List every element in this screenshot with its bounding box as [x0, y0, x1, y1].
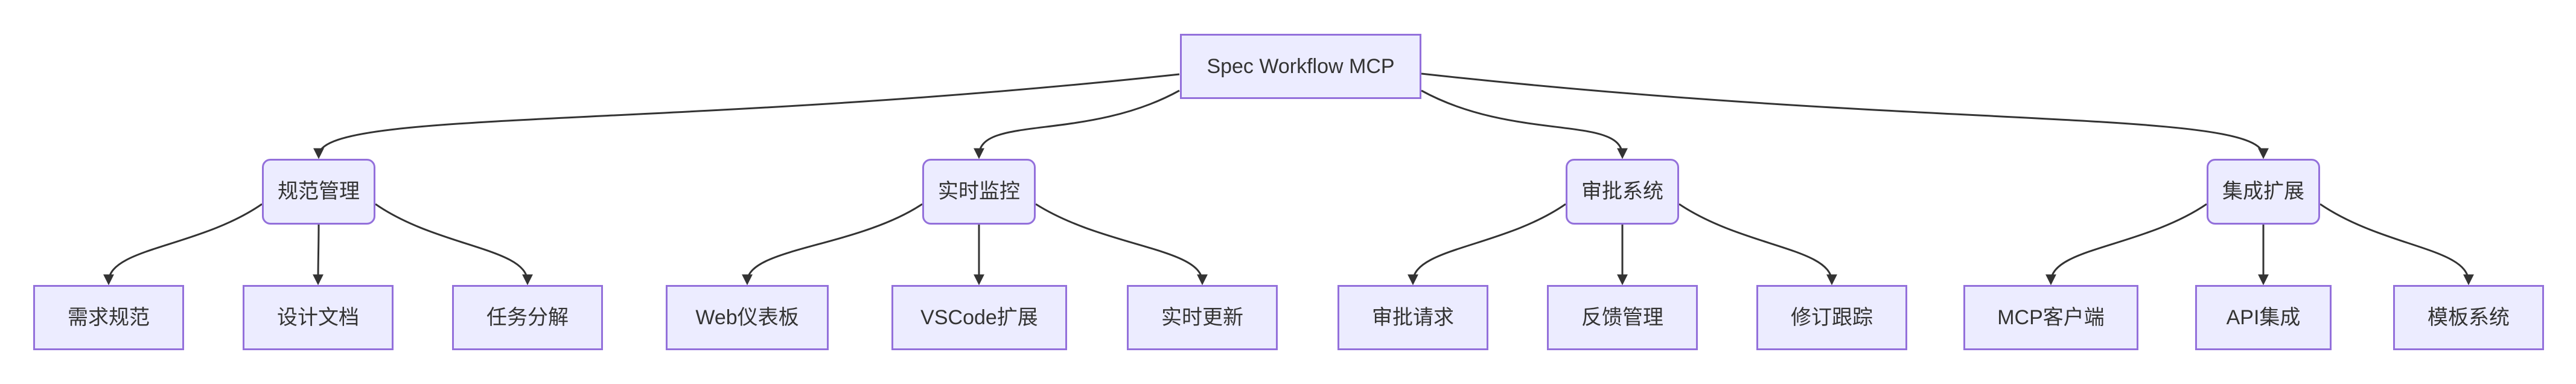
node-label: 规范管理: [278, 180, 360, 203]
node-label: API集成: [2226, 306, 2301, 329]
node-design-doc: 设计文档: [243, 285, 394, 350]
node-mcp-clients: MCP客户端: [1963, 285, 2138, 350]
edge-approval-system-approval-requests: [1408, 203, 1566, 286]
node-realtime-monitoring: 实时监控: [922, 159, 1036, 225]
node-label: 任务分解: [486, 306, 569, 329]
node-feedback-management: 反馈管理: [1547, 285, 1698, 350]
node-label: 审批请求: [1372, 306, 1454, 329]
edge-realtime-monitoring-realtime-updates: [1035, 203, 1208, 286]
node-label: 设计文档: [277, 306, 359, 329]
edge-root-spec-management: [313, 73, 1180, 159]
edge-approval-system-revision-tracking: [1679, 203, 1837, 286]
node-label: 实时监控: [938, 180, 1020, 203]
edge-spec-management-task-breakdown: [375, 203, 533, 286]
edge-realtime-monitoring-web-dashboard: [742, 203, 923, 286]
node-template-system: 模板系统: [2393, 285, 2544, 350]
node-api-integration: API集成: [2195, 285, 2332, 350]
node-label: 反馈管理: [1581, 306, 1663, 329]
node-label: Spec Workflow MCP: [1207, 54, 1395, 78]
edge-root-realtime-monitoring: [974, 89, 1180, 159]
node-label: 修订跟踪: [1791, 306, 1873, 329]
node-spec-management: 规范管理: [262, 159, 375, 225]
edge-spec-management-requirement-spec: [103, 203, 263, 286]
node-label: 模板系统: [2428, 306, 2510, 329]
node-task-breakdown: 任务分解: [452, 285, 603, 350]
node-vscode-extension: VSCode扩展: [891, 285, 1067, 350]
node-approval-requests: 审批请求: [1337, 285, 1488, 350]
node-label: Web仪表板: [695, 306, 799, 329]
node-label: 集成扩展: [2222, 180, 2304, 203]
node-approval-system: 审批系统: [1566, 159, 1679, 225]
node-realtime-updates: 实时更新: [1127, 285, 1278, 350]
node-label: 审批系统: [1581, 180, 1663, 203]
edge-integration-extension-mcp-clients: [2045, 203, 2207, 286]
edge-root-integration-extension: [1421, 72, 2269, 159]
edge-spec-management-design-doc: [313, 224, 324, 286]
edge-root-approval-system: [1421, 89, 1628, 159]
node-revision-tracking: 修订跟踪: [1756, 285, 1907, 350]
node-spec-workflow-mcp: Spec Workflow MCP: [1180, 34, 1421, 99]
node-label: VSCode扩展: [920, 306, 1038, 329]
node-integration-extension: 集成扩展: [2207, 159, 2320, 225]
node-label: 需求规范: [68, 306, 150, 329]
edge-integration-extension-template-system: [2319, 203, 2474, 286]
node-web-dashboard: Web仪表板: [666, 285, 829, 350]
node-label: MCP客户端: [1997, 306, 2105, 329]
node-label: 实时更新: [1161, 306, 1243, 329]
node-requirement-spec: 需求规范: [33, 285, 184, 350]
